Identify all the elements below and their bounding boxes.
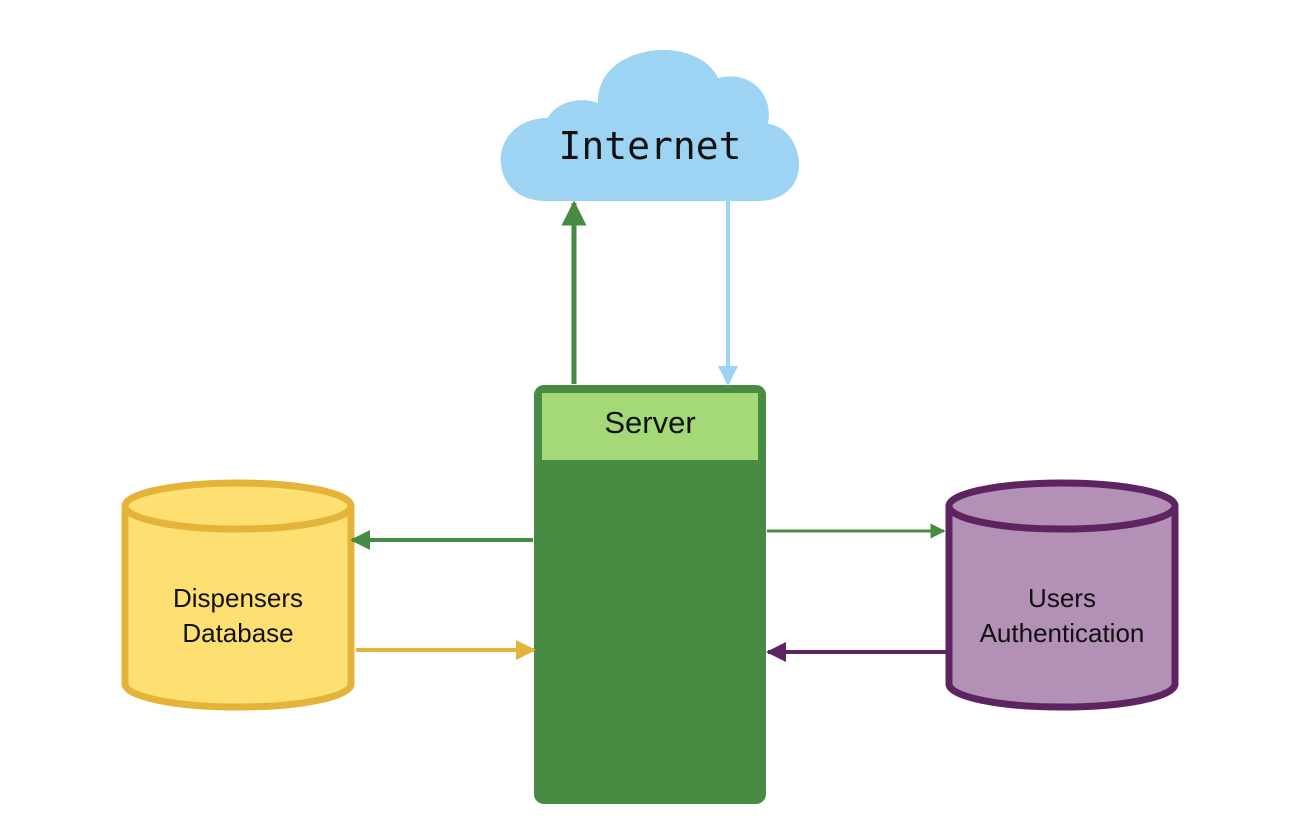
server-node: Server	[534, 385, 766, 804]
dispensers-database: Dispensers Database	[121, 479, 355, 711]
server-header	[542, 393, 758, 460]
users-authentication: Users Authentication	[945, 479, 1179, 711]
database-top	[945, 479, 1179, 533]
dispensers-label-line1: Dispensers	[173, 583, 303, 613]
database-icon	[121, 506, 355, 711]
database-top	[121, 479, 355, 533]
database-icon	[945, 506, 1179, 711]
internet-cloud: Internet	[500, 49, 800, 201]
dispensers-label-line2: Database	[182, 618, 293, 648]
internet-label: Internet	[558, 124, 741, 168]
cloud-icon	[500, 49, 800, 201]
users-label-line1: Users	[1028, 583, 1096, 613]
users-label-line2: Authentication	[980, 618, 1145, 648]
server-body	[534, 385, 766, 804]
server-label: Server	[604, 405, 695, 440]
